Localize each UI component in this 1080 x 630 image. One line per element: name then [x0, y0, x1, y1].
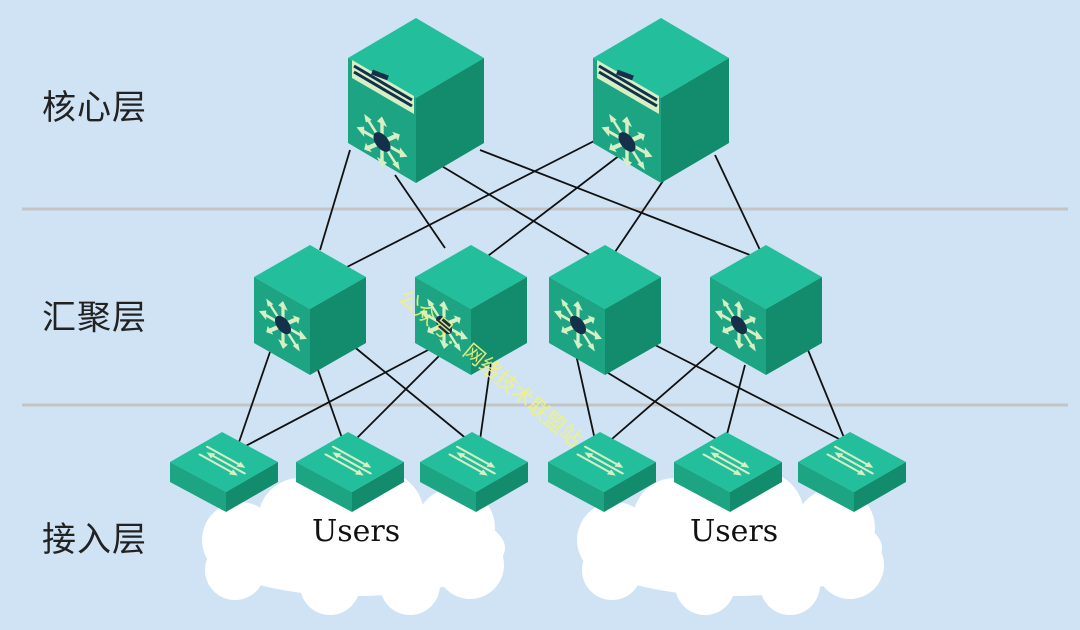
agg-switch-2 [415, 245, 527, 375]
access-switch-3 [420, 432, 528, 512]
agg-switch-1 [254, 245, 366, 375]
chassis-slots-icon [597, 60, 659, 114]
layer-label-core: 核心层 [42, 88, 147, 128]
access-switch-4 [548, 432, 656, 512]
access-switch-2 [296, 432, 404, 512]
users-cloud-left [202, 471, 505, 615]
access-switch-5 [674, 432, 782, 512]
core-switch-1 [348, 18, 484, 185]
chassis-slots-icon [352, 60, 414, 114]
layer-label-aggregation: 汇聚层 [42, 298, 147, 338]
access-switch-1 [170, 432, 278, 512]
users-label-right: Users [690, 514, 779, 549]
agg-switch-3 [549, 245, 661, 375]
agg-switch-4 [710, 245, 822, 375]
layer-label-access: 接入层 [42, 520, 147, 560]
network-links [237, 137, 846, 451]
access-switch-6 [798, 432, 906, 512]
core-switch-2 [593, 18, 729, 185]
users-label-left: Users [312, 514, 401, 549]
